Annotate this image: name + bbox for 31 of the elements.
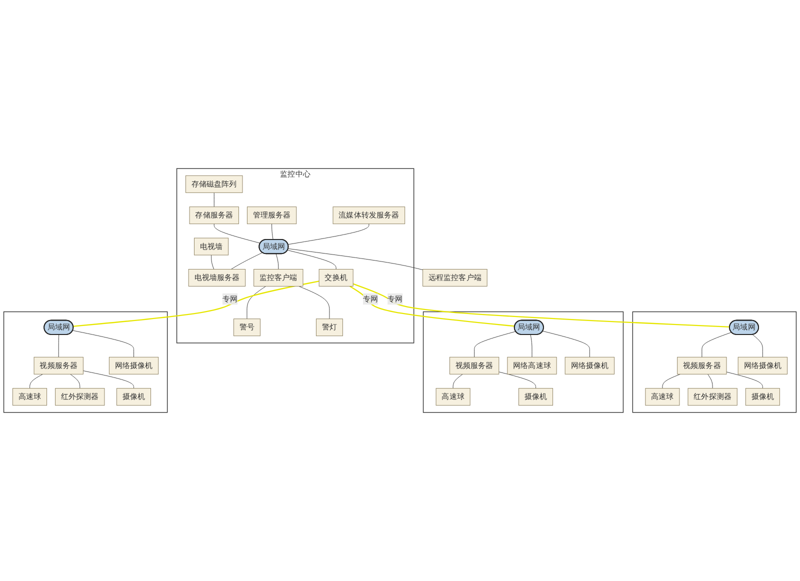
connector xyxy=(702,332,732,358)
cluster xyxy=(3,311,168,413)
connector xyxy=(272,224,274,240)
connector xyxy=(298,286,330,320)
cluster xyxy=(632,311,797,413)
connector xyxy=(288,248,424,270)
connector xyxy=(726,372,763,389)
connector xyxy=(211,254,214,270)
connector xyxy=(70,374,80,389)
connector xyxy=(350,286,515,327)
connector xyxy=(542,330,590,358)
connector xyxy=(246,286,266,320)
connector xyxy=(58,334,60,358)
connector xyxy=(72,330,134,358)
connector xyxy=(352,283,730,328)
connector xyxy=(287,250,336,270)
connector xyxy=(214,224,261,244)
connector xyxy=(230,252,263,270)
connector xyxy=(662,374,681,389)
connector xyxy=(30,374,44,389)
connector xyxy=(452,374,463,389)
connector xyxy=(498,372,536,389)
connector xyxy=(276,254,279,270)
connector xyxy=(752,334,763,358)
connector xyxy=(73,280,320,327)
connector xyxy=(707,374,713,389)
connector xyxy=(530,334,532,358)
connector xyxy=(474,331,516,358)
cluster xyxy=(422,311,624,413)
connector xyxy=(82,370,134,389)
connector xyxy=(288,224,370,245)
